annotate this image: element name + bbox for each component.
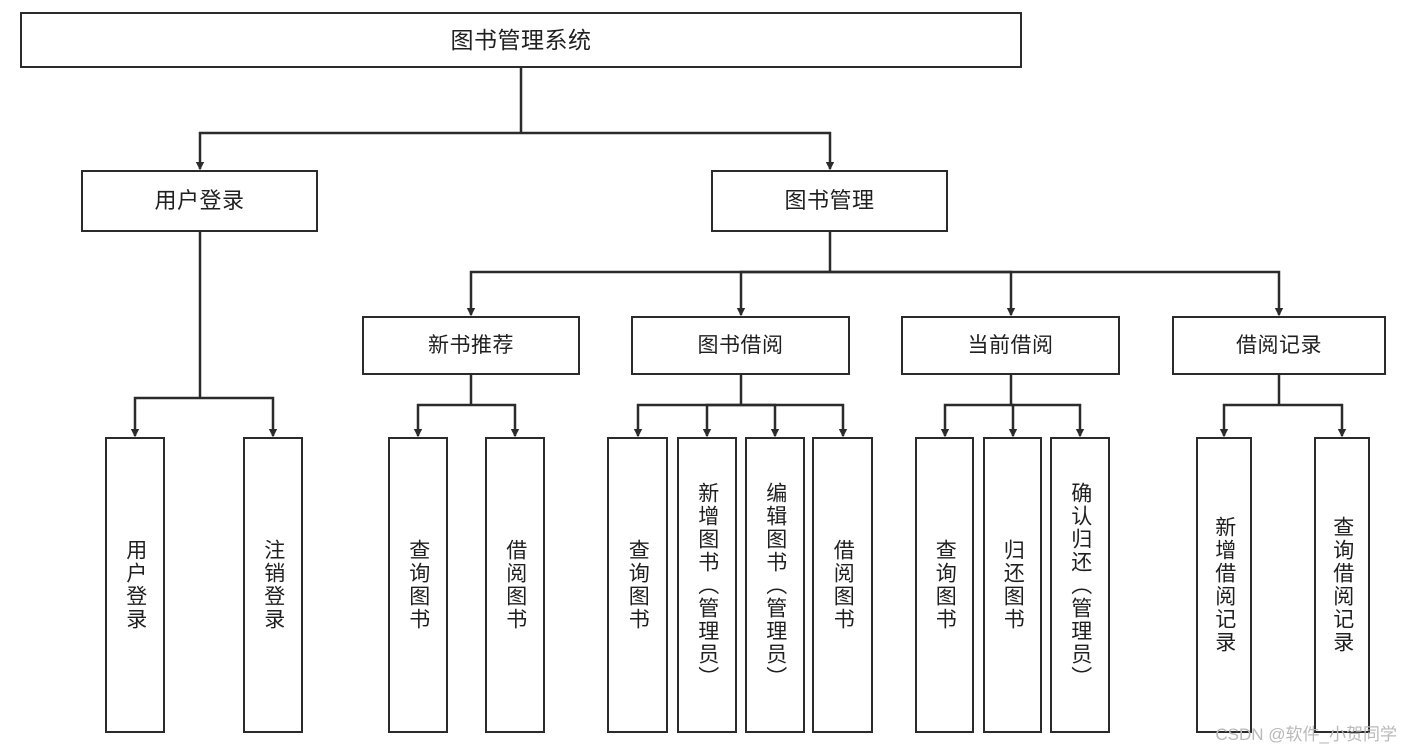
node-label: 确认归还（管理员） xyxy=(1068,481,1092,689)
edge-connector xyxy=(200,396,278,438)
node-label: 用户登录 xyxy=(154,187,245,213)
watermark-label: CSDN @软件_小贺同学 xyxy=(1215,725,1397,744)
branch-node[interactable]: 图书借阅 xyxy=(631,316,850,375)
branch-node[interactable]: 借阅记录 xyxy=(1172,316,1386,375)
node-label: 新书推荐 xyxy=(428,333,514,357)
node-label: 借阅记录 xyxy=(1236,333,1322,357)
node-label: 借阅图书 xyxy=(503,539,527,631)
node-label: 查询图书 xyxy=(626,539,650,631)
node-label: 用户登录 xyxy=(123,539,147,631)
leaf-node[interactable]: 查询借阅记录 xyxy=(1314,437,1370,733)
node-label: 编辑图书（管理员） xyxy=(763,481,787,689)
leaf-node[interactable]: 用户登录 xyxy=(105,437,165,733)
node-label: 查询借阅记录 xyxy=(1330,516,1354,654)
edge-connector xyxy=(1219,403,1279,438)
branch-node[interactable]: 当前借阅 xyxy=(901,316,1120,375)
leaf-node[interactable]: 新增借阅记录 xyxy=(1196,437,1252,733)
edge-connector xyxy=(413,403,471,438)
node-label: 图书借阅 xyxy=(697,333,784,357)
leaf-node[interactable]: 查询图书 xyxy=(388,437,448,733)
edge-connector xyxy=(741,403,848,438)
branch-node[interactable]: 图书管理 xyxy=(711,170,948,232)
node-label: 归还图书 xyxy=(1001,539,1025,631)
node-label: 新增图书（管理员） xyxy=(695,481,719,689)
edge-connector xyxy=(736,270,830,317)
leaf-node[interactable]: 归还图书 xyxy=(983,437,1042,733)
edge-connector xyxy=(521,131,835,171)
leaf-node[interactable]: 确认归还（管理员） xyxy=(1050,437,1110,733)
edge-connector xyxy=(830,270,1016,317)
node-label: 图书管理系统 xyxy=(450,26,592,53)
edge-connector xyxy=(1008,403,1018,438)
node-label: 当前借阅 xyxy=(967,333,1054,357)
node-label: 借阅图书 xyxy=(831,539,855,631)
edge-connector xyxy=(466,270,830,317)
branch-node[interactable]: 用户登录 xyxy=(81,170,318,232)
edge-paths xyxy=(130,68,1347,438)
edge-connector xyxy=(741,403,780,438)
edge-connector xyxy=(471,403,520,438)
node-label: 新增借阅记录 xyxy=(1212,516,1236,654)
node-label: 注销登录 xyxy=(261,539,285,631)
edge-connector xyxy=(830,270,1284,317)
edge-connector xyxy=(130,396,200,438)
leaf-node[interactable]: 查询图书 xyxy=(915,437,974,733)
root-node[interactable]: 图书管理系统 xyxy=(20,12,1022,68)
branch-node[interactable]: 新书推荐 xyxy=(362,316,580,375)
edge-connector xyxy=(633,403,741,438)
leaf-node[interactable]: 注销登录 xyxy=(243,437,303,733)
node-label: 查询图书 xyxy=(933,539,957,631)
edge-connector xyxy=(195,131,521,171)
edge-connector xyxy=(1279,403,1347,438)
edge-connector xyxy=(702,403,741,438)
leaf-node[interactable]: 借阅图书 xyxy=(485,437,545,733)
edge-connector xyxy=(1011,403,1085,438)
edge-connector xyxy=(940,403,1011,438)
leaf-node[interactable]: 借阅图书 xyxy=(812,437,873,733)
leaf-node[interactable]: 新增图书（管理员） xyxy=(677,437,737,733)
node-label: 查询图书 xyxy=(406,539,430,631)
node-label: 图书管理 xyxy=(784,187,875,213)
leaf-node[interactable]: 编辑图书（管理员） xyxy=(745,437,805,733)
leaf-node[interactable]: 查询图书 xyxy=(607,437,668,733)
